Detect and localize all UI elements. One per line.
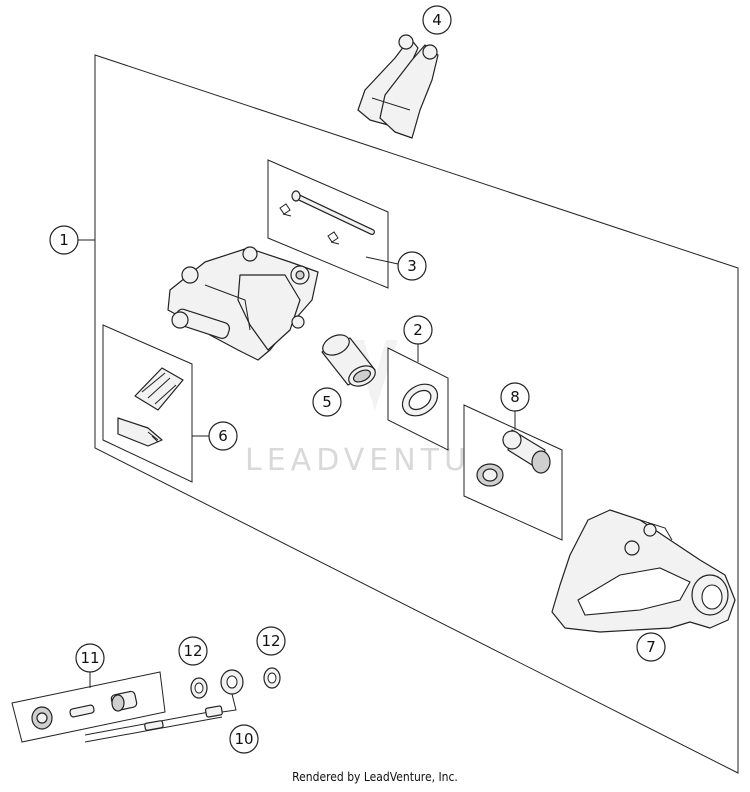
bleed-screw-part[interactable] <box>476 429 551 487</box>
hose-fittings-part[interactable] <box>31 690 138 730</box>
washer-part-left[interactable] <box>190 677 208 699</box>
callout-label: 12 <box>183 642 202 660</box>
callout-label: 3 <box>407 257 417 275</box>
brake-line-part[interactable] <box>84 669 244 743</box>
callout-5[interactable]: 5 <box>312 387 342 417</box>
callout-label: 11 <box>80 649 99 667</box>
callout-12-right[interactable]: 12 <box>256 626 286 656</box>
bleeder-panel <box>463 404 563 541</box>
leader-lines <box>78 239 516 688</box>
callout-4[interactable]: 4 <box>422 5 452 35</box>
callout-label: 4 <box>432 11 442 29</box>
pad-spring-part[interactable] <box>117 367 184 447</box>
callout-3[interactable]: 3 <box>397 251 427 281</box>
callout-2[interactable]: 2 <box>403 315 433 345</box>
credit-text: Rendered by LeadVenture, Inc. <box>292 770 458 784</box>
callout-8[interactable]: 8 <box>500 382 530 412</box>
callout-label: 2 <box>413 321 423 339</box>
piston-seal-part[interactable] <box>396 378 443 423</box>
caliper-bracket-part[interactable] <box>551 509 736 633</box>
callout-12-left[interactable]: 12 <box>178 636 208 666</box>
callout-11[interactable]: 11 <box>75 643 105 673</box>
callout-6[interactable]: 6 <box>208 421 238 451</box>
callout-10[interactable]: 10 <box>229 724 259 754</box>
callout-label: 6 <box>218 427 228 445</box>
callout-label: 12 <box>261 632 280 650</box>
callout-label: 10 <box>234 730 253 748</box>
callout-label: 7 <box>646 638 656 656</box>
piston-part[interactable] <box>320 331 379 390</box>
washer-part-right[interactable] <box>263 667 281 689</box>
callout-label: 1 <box>59 231 69 249</box>
callout-label: 5 <box>322 393 332 411</box>
callout-1[interactable]: 1 <box>49 225 79 255</box>
callout-label: 8 <box>510 388 520 406</box>
brake-pads-part[interactable] <box>357 34 439 139</box>
guide-pin-part[interactable] <box>279 190 375 245</box>
caliper-body-part[interactable] <box>167 246 319 361</box>
callout-7[interactable]: 7 <box>636 632 666 662</box>
